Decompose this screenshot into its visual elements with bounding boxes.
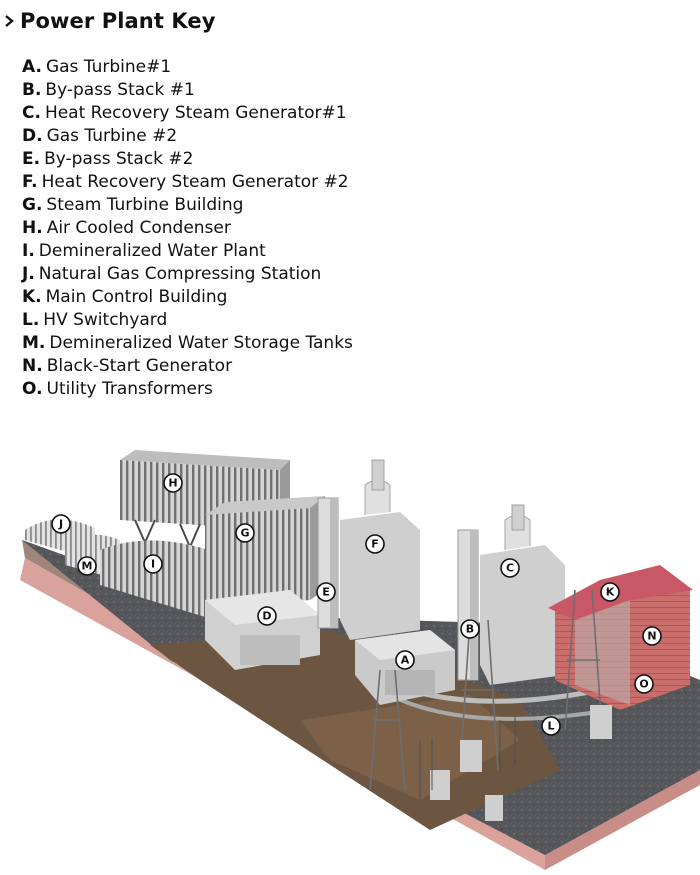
label-marker-b: B: [460, 619, 480, 639]
hrsg-1: [480, 504, 565, 685]
key-letter: C.: [22, 103, 41, 123]
key-item-g: G.Steam Turbine Building: [22, 194, 353, 217]
label-letter: A: [401, 654, 410, 667]
label-letter: E: [322, 586, 330, 599]
label-letter: G: [240, 527, 249, 540]
label-letter: K: [606, 586, 615, 599]
hrsg-2: [340, 459, 420, 640]
key-item-a: A.Gas Turbine#1: [22, 56, 353, 79]
label-letter: C: [506, 562, 514, 575]
gas-turbine-1: [355, 630, 455, 705]
power-plant-illustration: A B C D E F G H I J K L M N O: [20, 450, 700, 870]
label-marker-e: E: [316, 582, 336, 602]
label-marker-m: M: [77, 556, 97, 576]
key-item-n: N.Black-Start Generator: [22, 355, 353, 378]
label-marker-f: F: [365, 534, 385, 554]
key-letter: F.: [22, 172, 38, 192]
key-item-i: I.Demineralized Water Plant: [22, 240, 353, 263]
key-item-h: H.Air Cooled Condenser: [22, 217, 353, 240]
key-text: Natural Gas Compressing Station: [38, 264, 322, 284]
key-item-m: M.Demineralized Water Storage Tanks: [22, 332, 353, 355]
key-text: HV Switchyard: [43, 310, 168, 330]
chevron-right-icon: [4, 6, 20, 36]
main-control-building: [548, 565, 693, 710]
key-text: Heat Recovery Steam Generator #2: [41, 172, 349, 192]
bypass-stack-1: [457, 529, 479, 681]
key-letter: B.: [22, 80, 42, 100]
label-letter: B: [466, 623, 474, 636]
key-letter: L.: [22, 310, 40, 330]
label-letter: J: [58, 518, 63, 531]
label-marker-k: K: [600, 582, 620, 602]
key-item-b: B.By-pass Stack #1: [22, 79, 353, 102]
key-letter: A.: [22, 57, 42, 77]
label-marker-g: G: [235, 523, 255, 543]
key-text: Main Control Building: [45, 287, 228, 307]
key-text: By-pass Stack #2: [44, 149, 194, 169]
key-text: Gas Turbine#1: [45, 57, 172, 77]
key-letter: O.: [22, 379, 43, 399]
label-letter: F: [371, 538, 379, 551]
label-marker-a: A: [395, 650, 415, 670]
ground-slab: [20, 540, 700, 870]
key-item-c: C.Heat Recovery Steam Generator#1: [22, 102, 353, 125]
key-letter: N.: [22, 356, 43, 376]
page-title: Power Plant Key: [20, 9, 216, 33]
key-letter: M.: [22, 333, 46, 353]
key-item-d: D.Gas Turbine #2: [22, 125, 353, 148]
key-letter: H.: [22, 218, 43, 238]
label-marker-o: O: [634, 674, 654, 694]
plant-key-list: A.Gas Turbine#1 B.By-pass Stack #1 C.Hea…: [22, 56, 353, 401]
label-marker-l: L: [541, 716, 561, 736]
key-item-o: O.Utility Transformers: [22, 378, 353, 401]
key-text: Utility Transformers: [46, 379, 213, 399]
key-letter: E.: [22, 149, 41, 169]
key-item-j: J.Natural Gas Compressing Station: [22, 263, 353, 286]
key-text: Air Cooled Condenser: [46, 218, 231, 238]
label-marker-n: N: [642, 626, 662, 646]
key-item-k: K.Main Control Building: [22, 286, 353, 309]
key-text: Demineralized Water Plant: [38, 241, 266, 261]
key-text: Heat Recovery Steam Generator#1: [44, 103, 347, 123]
label-letter: O: [639, 678, 648, 691]
label-letter: M: [82, 560, 93, 573]
key-text: Demineralized Water Storage Tanks: [49, 333, 353, 353]
label-letter: N: [647, 630, 656, 643]
key-letter: J.: [22, 264, 35, 284]
key-item-f: F.Heat Recovery Steam Generator #2: [22, 171, 353, 194]
label-letter: H: [168, 477, 177, 490]
key-letter: D.: [22, 126, 43, 146]
bypass-stack-2: [317, 497, 339, 629]
label-letter: L: [547, 720, 554, 733]
key-text: Black-Start Generator: [46, 356, 233, 376]
key-text: By-pass Stack #1: [45, 80, 195, 100]
label-marker-j: J: [51, 514, 71, 534]
key-text: Gas Turbine #2: [46, 126, 178, 146]
key-letter: K.: [22, 287, 42, 307]
key-letter: G.: [22, 195, 43, 215]
label-marker-h: H: [163, 473, 183, 493]
label-marker-d: D: [257, 606, 277, 626]
key-item-e: E.By-pass Stack #2: [22, 148, 353, 171]
key-text: Steam Turbine Building: [46, 195, 244, 215]
page-header: Power Plant Key: [4, 6, 216, 36]
steam-turbine-building: [205, 496, 325, 610]
label-marker-c: C: [500, 558, 520, 578]
label-marker-i: I: [143, 554, 163, 574]
label-letter: D: [262, 610, 271, 623]
hv-switchyard: [369, 589, 612, 821]
key-letter: I.: [22, 241, 35, 261]
label-letter: I: [151, 558, 155, 571]
demineralized-water-plant: [100, 540, 215, 620]
key-item-l: L.HV Switchyard: [22, 309, 353, 332]
